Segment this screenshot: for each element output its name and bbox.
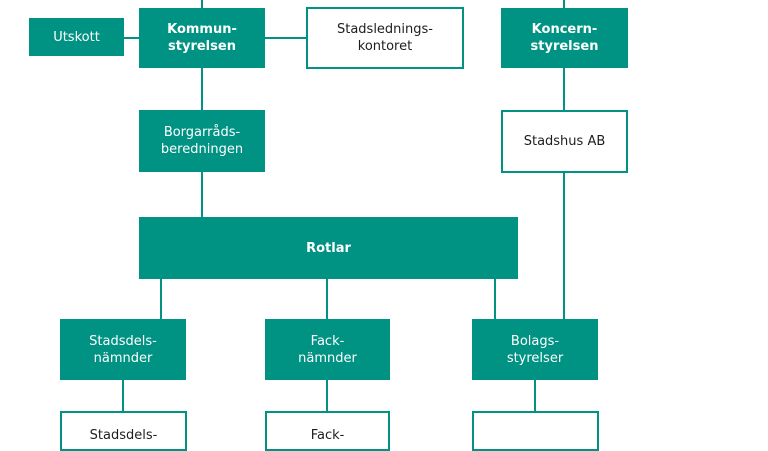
node-utskott: Utskott xyxy=(29,18,124,56)
connector-lines xyxy=(122,0,565,411)
node-facknamnder: Fack- nämnder xyxy=(265,319,390,380)
node-stadsdel-bottom: Stadsdels- xyxy=(60,411,187,451)
org-chart: Utskott Kommun- styrelsen Stadslednings-… xyxy=(29,0,628,451)
node-rotlar: Rotlar xyxy=(139,217,518,279)
node-borgarradsberedningen: Borgarråds- beredningen xyxy=(139,110,265,172)
node-fack-bottom: Fack- xyxy=(265,411,390,451)
node-stadsdelsnamnder: Stadsdels- nämnder xyxy=(60,319,186,380)
node-stadsledningskontoret: Stadslednings- kontoret xyxy=(306,7,464,69)
node-stadshus-ab: Stadshus AB xyxy=(501,110,628,173)
node-kommunstyrelsen: Kommun- styrelsen xyxy=(139,8,265,68)
node-bolagsstyrelser: Bolags- styrelser xyxy=(472,319,598,380)
node-koncernstyrelsen: Koncern- styrelsen xyxy=(501,8,628,68)
node-bolag-bottom xyxy=(472,411,599,451)
